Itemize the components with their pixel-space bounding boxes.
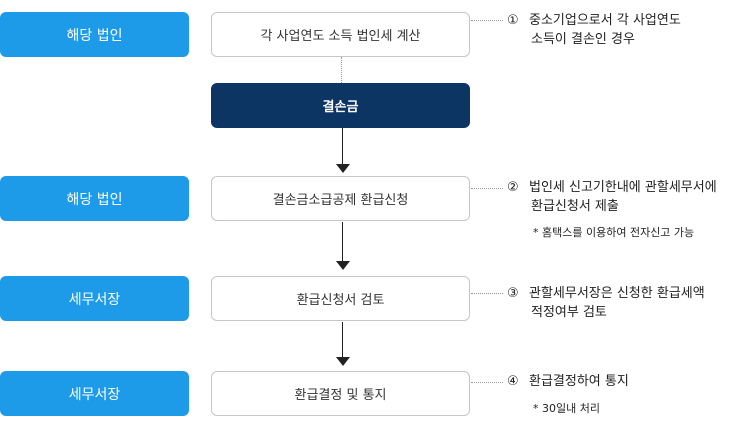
actor-box-3: 세무서장 — [0, 276, 189, 321]
note-text-2b: 환급신청서 제출 — [531, 199, 619, 214]
arrow-down-icon — [336, 357, 350, 366]
step-subnote-2: * 홈택스를 이용하여 전자신고 가능 — [533, 226, 695, 239]
note-connector-3 — [471, 293, 503, 294]
actor-box-4: 세무서장 — [0, 371, 189, 416]
note-number-3: ③ — [507, 286, 519, 301]
dotted-connector — [341, 57, 342, 83]
step-note-1: ① 중소기업으로서 각 사업연도 소득이 결손인 경우 — [507, 11, 681, 49]
step-note-2: ② 법인세 신고기한내에 관할세무서에 환급신청서 제출 — [507, 178, 717, 216]
note-number-4: ④ — [507, 374, 519, 389]
note-text-1a: 중소기업으로서 각 사업연도 — [529, 13, 681, 28]
note-text-3a: 관할세무서장은 신청한 환급세액 — [529, 286, 705, 301]
process-step-3: 환급신청서 검토 — [211, 276, 470, 321]
note-number-1: ① — [507, 13, 519, 28]
process-step-loss: 결손금 — [211, 83, 470, 128]
note-text-3b: 적정여부 검토 — [531, 305, 607, 320]
note-text-2a: 법인세 신고기한내에 관할세무서에 — [529, 180, 717, 195]
note-connector-4 — [471, 382, 503, 383]
step-note-3: ③ 관할세무서장은 신청한 환급세액 적정여부 검토 — [507, 284, 705, 322]
note-number-2: ② — [507, 180, 519, 195]
note-connector-2 — [471, 188, 503, 189]
actor-box-2: 해당 법인 — [0, 176, 189, 221]
note-text-1b: 소득이 결손인 경우 — [531, 32, 635, 47]
process-step-4: 환급결정 및 통지 — [211, 371, 470, 416]
flow-line-3 — [342, 322, 343, 358]
note-text-4a: 환급결정하여 통지 — [529, 374, 629, 389]
process-step-1: 각 사업연도 소득 법인세 계산 — [211, 12, 470, 57]
arrow-down-icon — [336, 261, 350, 270]
step-subnote-4: * 30일내 처리 — [533, 402, 600, 415]
flow-line-1 — [342, 128, 343, 166]
flow-line-2 — [342, 222, 343, 262]
note-connector-1 — [471, 20, 503, 21]
arrow-down-icon — [336, 164, 350, 173]
process-step-2: 결손금소급공제 환급신청 — [211, 176, 470, 221]
step-note-4: ④ 환급결정하여 통지 — [507, 372, 629, 391]
actor-box-1: 해당 법인 — [0, 12, 189, 57]
